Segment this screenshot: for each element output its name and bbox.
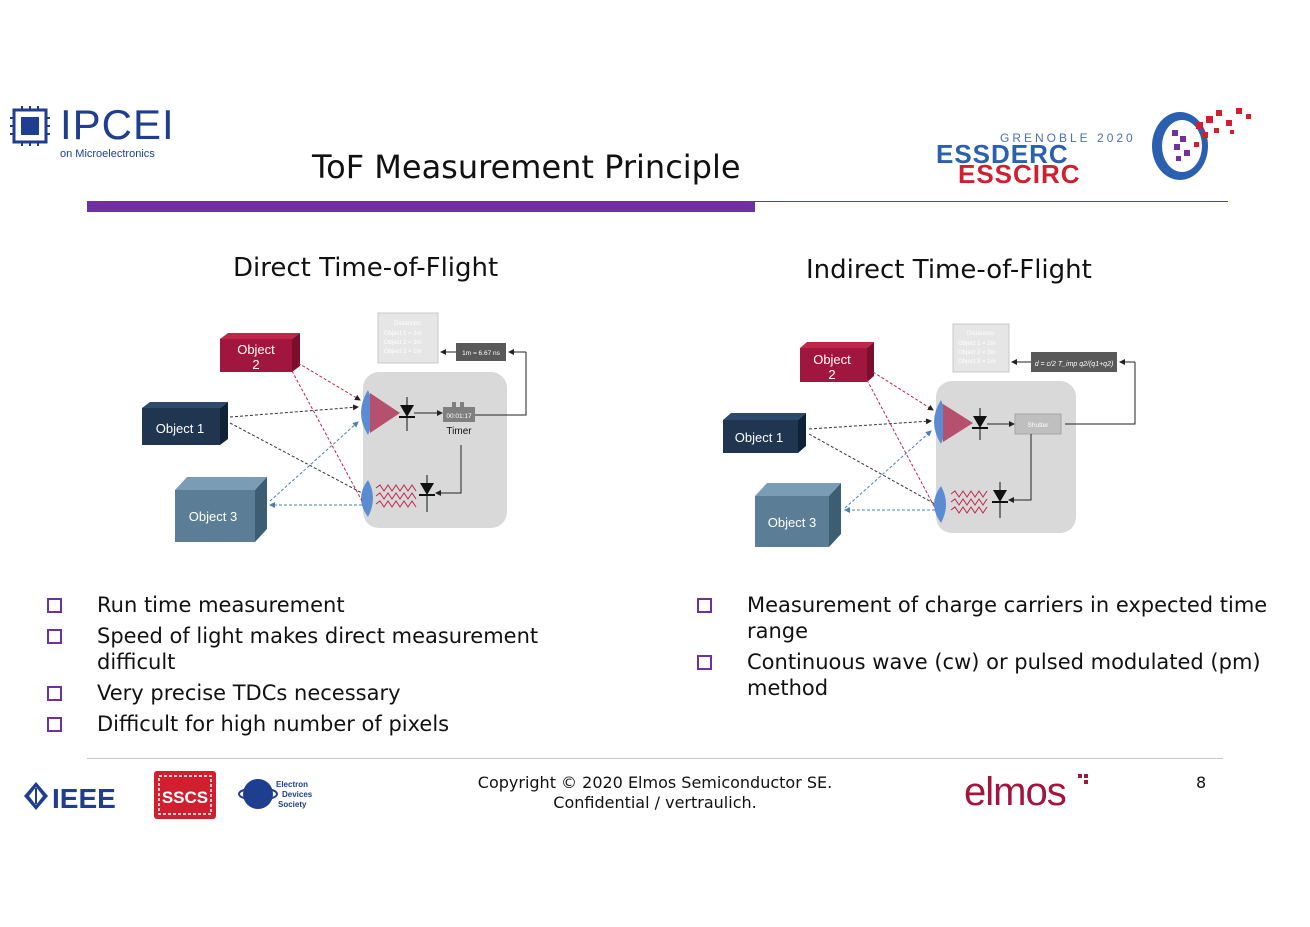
bullet-box-icon (47, 598, 62, 613)
direct-tof-title: Direct Time-of-Flight (233, 253, 499, 283)
distance-object2: Object 2 = 3m (384, 340, 422, 346)
elmos-logo-dots-icon (1078, 774, 1088, 784)
ipcei-logo-text: IPCEI (60, 101, 175, 148)
indirect-tof-bullets: Measurement of charge carriers in expect… (697, 592, 1297, 706)
formula-label: d = c/2 T_imp q2/(q1+q2) (1035, 361, 1114, 368)
ipcei-chip-icon (10, 106, 50, 146)
object-2-label-line2: 2 (252, 357, 259, 372)
distances-box (952, 323, 1010, 373)
timer-label: Timer (446, 426, 472, 437)
object-1-box: Object 1 (723, 413, 806, 453)
distance-object1: Object 1 = 2m (384, 331, 422, 337)
object-2-label-line1: Object (237, 342, 275, 357)
list-item: Continuous wave (cw) or pulsed modulated… (697, 649, 1297, 701)
page-number: 8 (1196, 773, 1207, 792)
object-3-box: Object 3 (755, 483, 841, 547)
direct-tof-diagram: Distances: Object 1 = 2m Object 2 = 3m O… (142, 312, 527, 542)
object-1-box: Object 1 (142, 402, 228, 445)
ieee-logo: IEEE (24, 782, 116, 814)
emitter-lens-icon (361, 480, 373, 517)
bullet-box-icon (47, 686, 62, 701)
conference-esscirc: ESSCIRC (958, 159, 1081, 189)
copyright-notice: Copyright © 2020 Elmos Semiconductor SE.… (440, 773, 870, 813)
title-underline-line (755, 201, 1228, 202)
sscs-text: SSCS (162, 788, 208, 807)
emitter-waves (950, 490, 988, 514)
object-1-label: Object 1 (156, 421, 204, 436)
conference-city-year: GRENOBLE 2020 (1000, 131, 1136, 145)
indirect-tof-title: Indirect Time-of-Flight (806, 255, 1092, 285)
object-2-box: Object 2 (800, 342, 874, 382)
conversion-box (456, 343, 506, 361)
eds-logo: Electron Devices Society (238, 779, 313, 809)
elmos-logo: elmos (964, 770, 1067, 814)
direct-tof-bullets: Run time measurement Speed of light make… (47, 592, 607, 742)
distance-object2: Object 2 = 3m (958, 350, 996, 356)
ipcei-logo-subtitle: on Microelectronics (60, 148, 155, 160)
list-item: Measurement of charge carriers in expect… (697, 592, 1297, 644)
object-3-label: Object 3 (189, 509, 237, 524)
object-2-label-line1: Object (813, 352, 851, 367)
receiver-cone (943, 404, 973, 442)
eds-line3: Society (278, 800, 307, 809)
bullet-box-icon (697, 655, 712, 670)
distance-object3: Object 3 = 1m (958, 359, 996, 365)
distance-object3: Object 3 = 1m (384, 349, 422, 355)
slide-title: ToF Measurement Principle (312, 148, 741, 186)
list-item: Run time measurement (47, 592, 607, 618)
object-1-label: Object 1 (735, 430, 783, 445)
object-2-box: Object 2 (220, 333, 300, 372)
indirect-tof-diagram: Distances: Object 1 = 2m Object 2 = 3m O… (723, 323, 1136, 547)
footer-divider (87, 758, 1223, 759)
list-item: Speed of light makes direct measurement … (47, 623, 607, 675)
object-2-label-line2: 2 (828, 367, 835, 382)
distance-object1: Object 1 = 2m (958, 341, 996, 347)
list-item: Very precise TDCs necessary (47, 680, 607, 706)
title-underline-bar (87, 201, 755, 212)
bullet-box-icon (47, 629, 62, 644)
formula-box (1031, 352, 1117, 372)
sscs-logo: SSCS (154, 771, 216, 819)
distances-header: Distances: (394, 321, 422, 327)
ieee-text: IEEE (52, 783, 116, 814)
distances-box (377, 312, 439, 364)
conference-essderc: ESSDERC (936, 139, 1069, 169)
copyright-line1: Copyright © 2020 Elmos Semiconductor SE. (477, 773, 833, 792)
copyright-line2: Confidential / vertraulich. (553, 793, 757, 812)
bullet-box-icon (47, 717, 62, 732)
timer-display (443, 407, 475, 422)
eds-line2: Devices (282, 790, 313, 799)
distances-header: Distances: (967, 331, 995, 337)
conversion-label: 1m = 6.67 ns (462, 350, 501, 357)
receiver-cone (370, 393, 400, 433)
eds-line1: Electron (276, 780, 308, 789)
emitter-lens-icon (934, 486, 946, 523)
shutter-box (1014, 413, 1062, 435)
bullet-box-icon (697, 598, 712, 613)
shutter-label: Shutter (1028, 422, 1050, 429)
timer-display-value: 00:01:17 (446, 413, 472, 420)
list-item: Difficult for high number of pixels (47, 711, 607, 737)
sensor-module (363, 372, 507, 528)
object-3-box: Object 3 (175, 477, 267, 542)
emitter-waves (375, 484, 417, 508)
object-3-label: Object 3 (768, 515, 816, 530)
essderc-esscirc-logo: GRENOBLE 2020 ESSDERC ESSCIRC (936, 108, 1251, 189)
